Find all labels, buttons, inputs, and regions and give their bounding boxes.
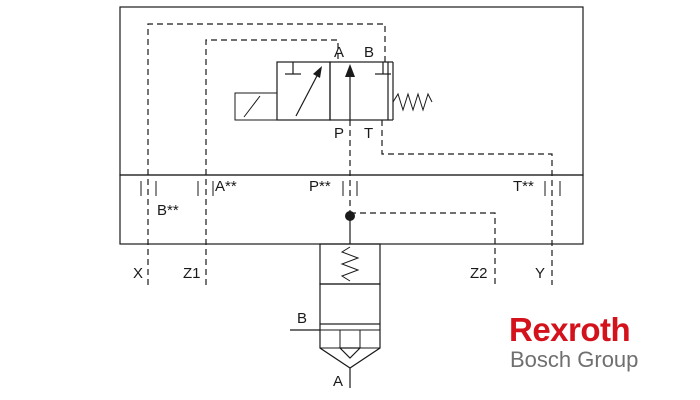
pilot-line-z1: [205, 39, 339, 285]
main-valve-poppet: [319, 324, 381, 369]
pilot-port-p-label: P: [334, 125, 344, 142]
port-y-label: Y: [535, 265, 545, 282]
interface-p-label: P**: [309, 178, 331, 195]
main-port-b-label: B: [297, 310, 307, 327]
main-valve-seat: [338, 347, 362, 359]
interface-b-label: B**: [157, 202, 179, 219]
pilot-valve-middle-envelope: [329, 61, 389, 121]
pilot-line-x: [147, 23, 386, 285]
pilot-valve-housing: [119, 6, 584, 176]
solenoid-actuator-icon: [234, 92, 278, 121]
solenoid-diagonal: [243, 95, 261, 118]
port-z1-label: Z1: [183, 265, 201, 282]
port-x-label: X: [133, 265, 143, 282]
pilot-port-t-label: T: [364, 125, 373, 142]
crossover-arrow-line: [295, 71, 320, 117]
port-z2-label: Z2: [470, 265, 488, 282]
pilot-port-b-label: B: [364, 44, 374, 61]
bosch-group-tagline: Bosch Group: [510, 347, 639, 372]
main-valve-spring-icon: [340, 246, 360, 282]
crossover-arrow-head: [313, 66, 322, 78]
pilot-line-t-to-y: [381, 120, 553, 285]
main-port-a-label: A: [333, 373, 343, 390]
pilot-valve-left-envelope: [276, 61, 331, 121]
interface-a-label: A**: [215, 178, 237, 195]
interface-t-label: T**: [513, 178, 534, 195]
pilot-valve-spring-icon: [392, 92, 433, 112]
flow-arrow-head: [345, 64, 355, 77]
main-valve-body: [319, 283, 381, 325]
pilot-line-p-to-z2: [350, 212, 496, 285]
pilot-port-a-label: A: [334, 44, 344, 61]
rexroth-logo: Rexroth: [509, 311, 631, 348]
main-valve-spring-chamber: [319, 243, 381, 285]
